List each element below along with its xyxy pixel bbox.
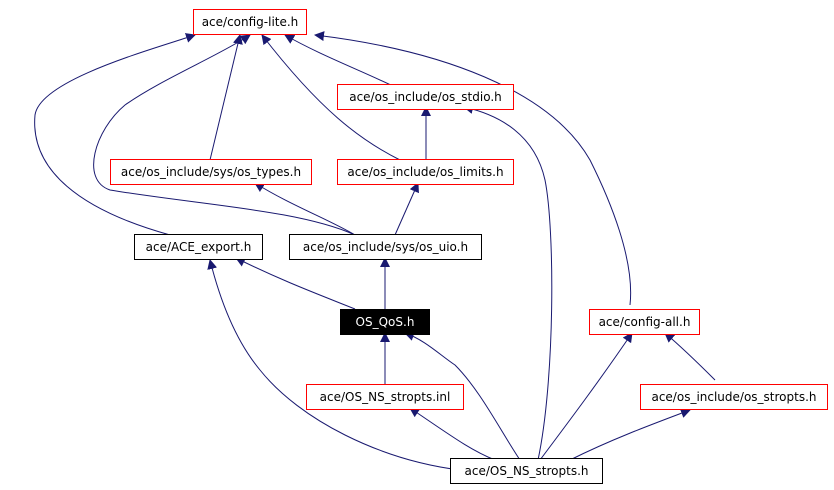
edge-os-uio-to-os-limits	[394, 182, 419, 236]
edge-os-ns-stropts-h-to-config-all	[539, 332, 633, 461]
edge-os-ns-stropts-h-to-os-qos	[404, 331, 521, 461]
edge-os-ns-stropts-h-to-ace-export	[207, 259, 461, 471]
node-os-ns-stropts-h[interactable]: ace/OS_NS_stropts.h	[450, 458, 603, 484]
edge-os-include-stropts-to-config-all	[664, 332, 716, 381]
node-os-ns-stropts-inl[interactable]: ace/OS_NS_stropts.inl	[306, 384, 464, 410]
edge-os-ns-stropts-h-to-os-include-stropts	[569, 408, 691, 461]
edge-os-types-to-config-lite	[209, 34, 243, 161]
edge-os-qos-to-ace-export	[235, 257, 356, 310]
edge-os-uio-to-config-lite	[93, 34, 356, 236]
edge-config-all-to-config-lite	[314, 31, 632, 306]
edge-ace-export-to-config-lite	[34, 33, 196, 236]
edge-os-ns-stropts-h-to-os-ns-stropts-inl	[409, 407, 496, 461]
edge-os-stdio-to-config-lite	[284, 34, 396, 88]
edge-os-uio-to-os-types	[254, 182, 356, 236]
node-sys-os-types[interactable]: ace/os_include/sys/os_types.h	[110, 159, 312, 185]
edge-os-ns-stropts-h-to-os-stdio	[463, 104, 553, 461]
node-config-lite[interactable]: ace/config-lite.h	[193, 9, 307, 35]
node-ace-export[interactable]: ace/ACE_export.h	[134, 234, 263, 260]
node-os-stdio[interactable]: ace/os_include/os_stdio.h	[337, 84, 514, 110]
node-os-include-os-stropts[interactable]: ace/os_include/os_stropts.h	[640, 384, 828, 410]
edge-os-limits-to-config-lite	[261, 34, 401, 161]
node-config-all[interactable]: ace/config-all.h	[589, 309, 700, 335]
node-os-qos[interactable]: OS_QoS.h	[340, 309, 430, 335]
node-os-limits[interactable]: ace/os_include/os_limits.h	[337, 159, 514, 185]
node-sys-os-uio[interactable]: ace/os_include/sys/os_uio.h	[289, 234, 482, 260]
